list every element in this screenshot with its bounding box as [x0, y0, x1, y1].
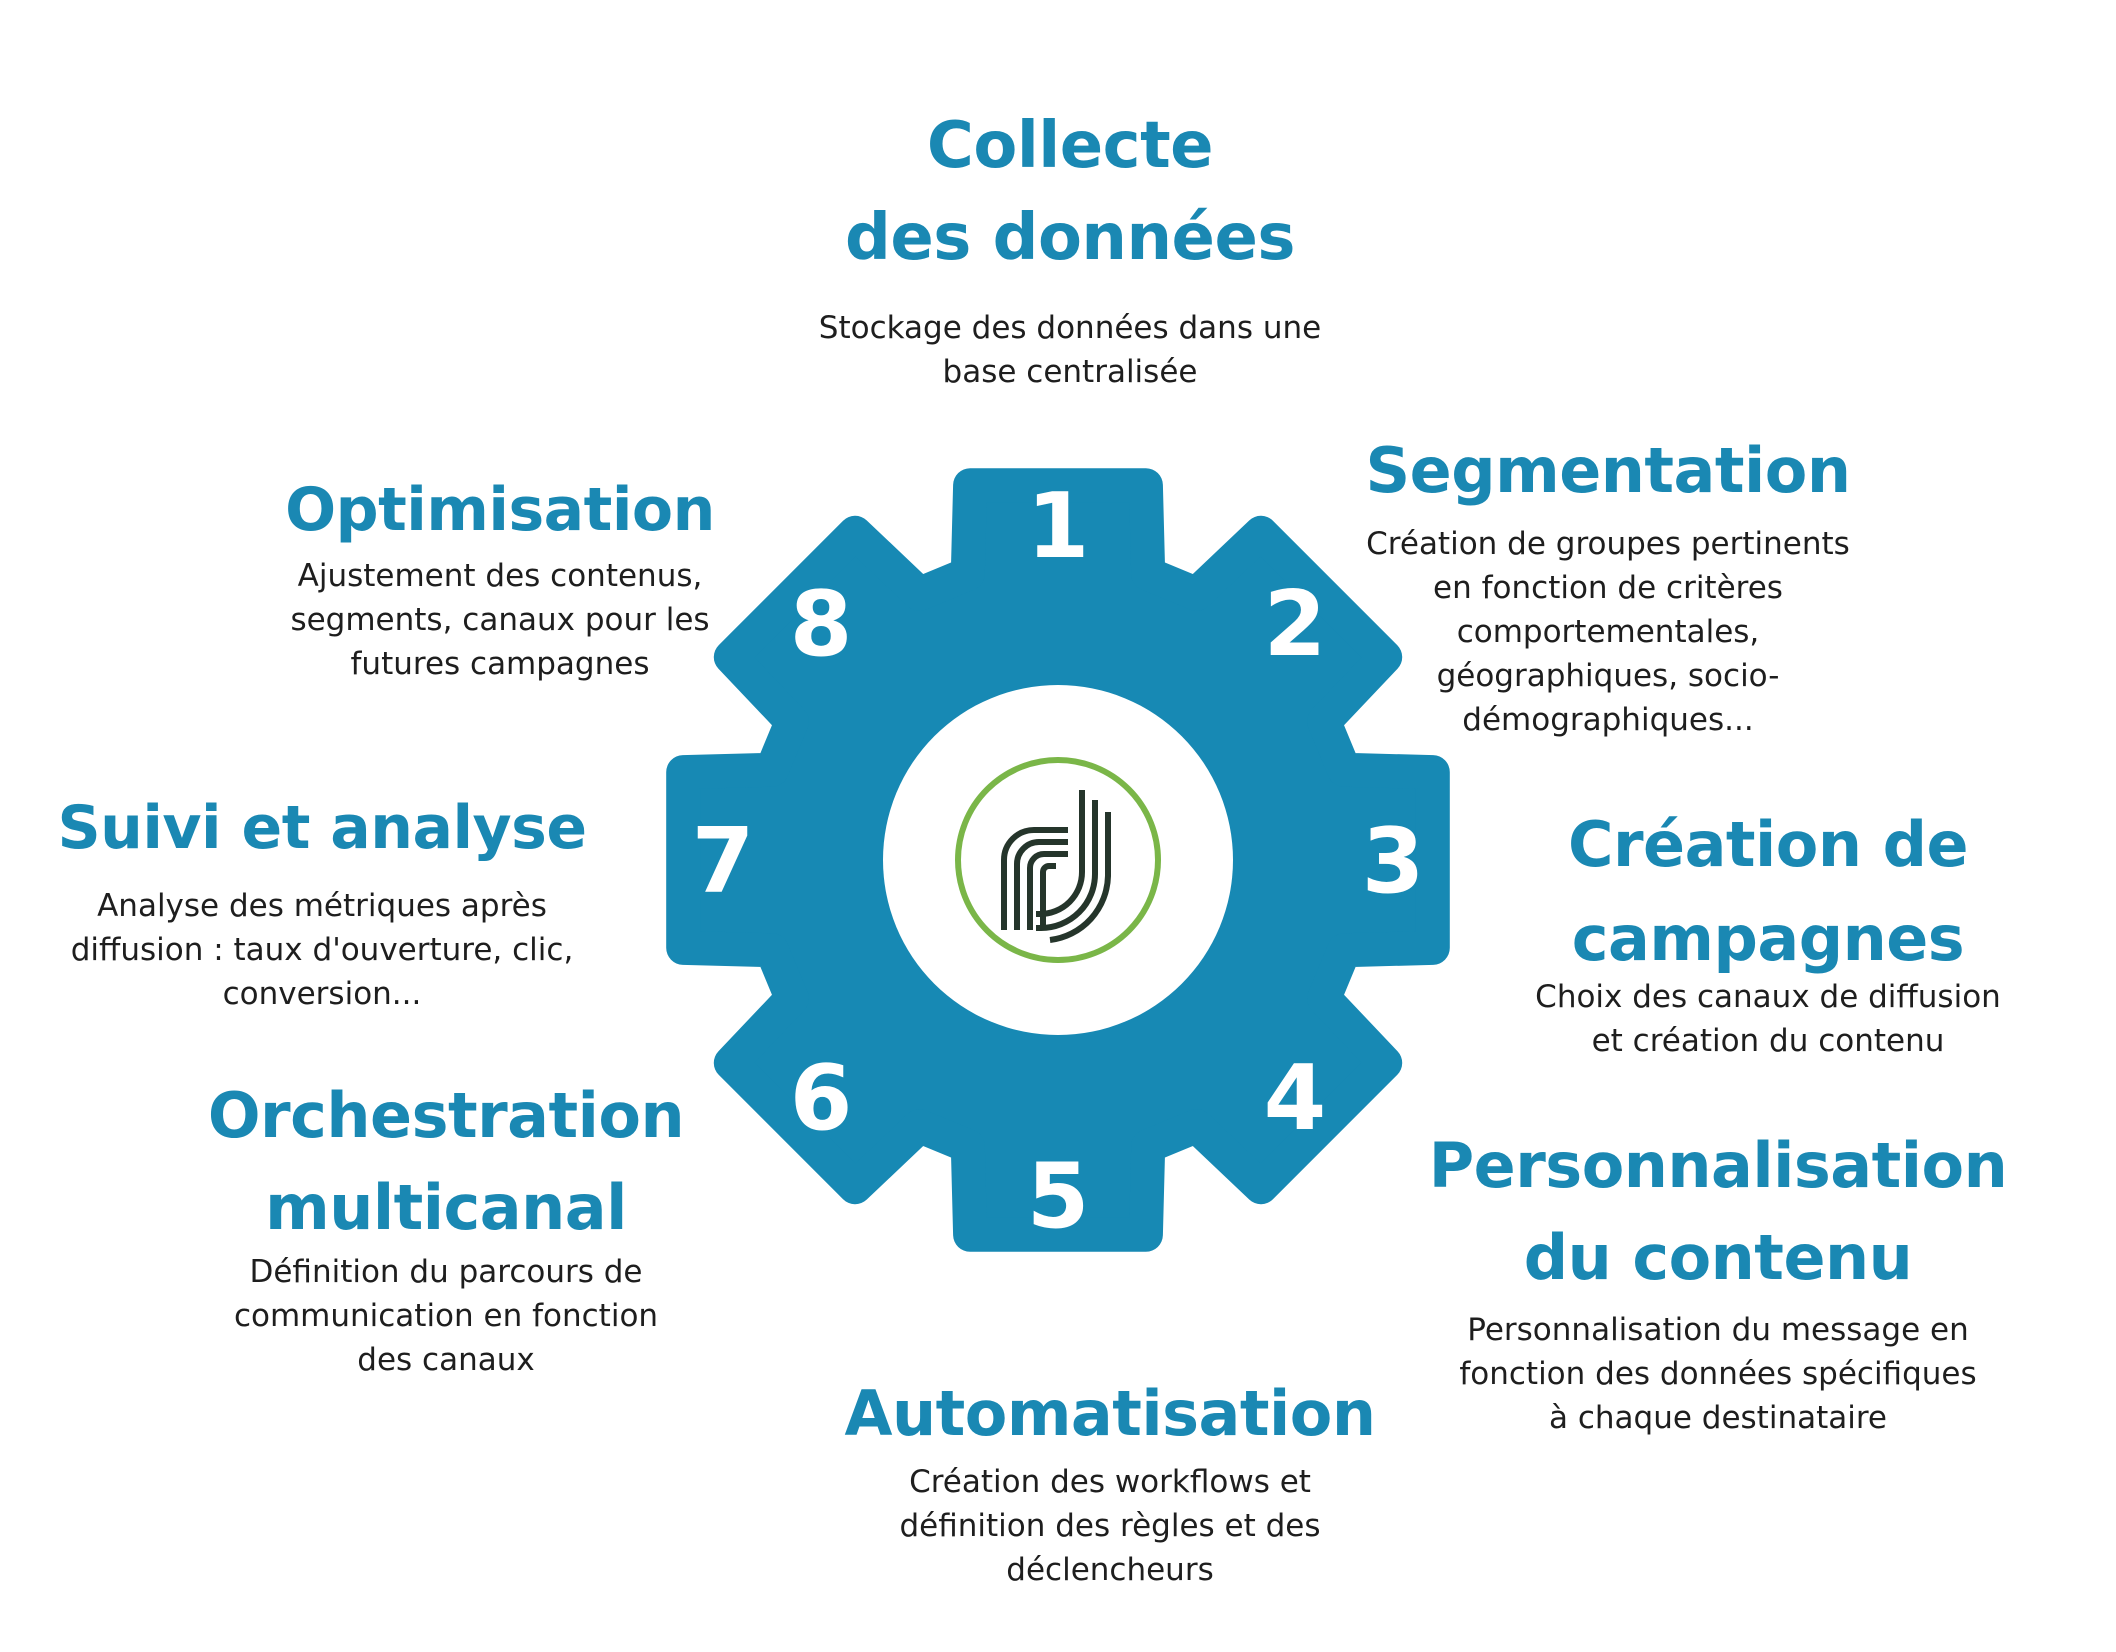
step-6-description-line: des canaux [357, 1342, 535, 1378]
step-2-description: Création de groupes pertinents en fonctio… [1258, 522, 1958, 742]
pd-logo-icon [955, 757, 1161, 963]
step-number-1: 1 [1027, 474, 1090, 579]
step-2-description-line: en fonction de critères [1433, 570, 1783, 606]
step-2-description-line: Création de groupes pertinents [1366, 526, 1850, 562]
step-5-description-line: déclencheurs [1006, 1552, 1214, 1588]
step-8-description: Ajustement des contenus, segments, canaux… [150, 554, 850, 686]
step-7-description-line: diffusion : taux d'ouverture, clic, [70, 932, 574, 968]
step-numbers: 1 2 3 4 5 6 7 8 [692, 474, 1425, 1249]
step-8-description-line: Ajustement des contenus, [297, 558, 703, 594]
step-number-8: 8 [790, 572, 853, 677]
step-3-title: Création de campagnes [1318, 798, 2116, 986]
step-8-description-line: futures campagnes [350, 646, 650, 682]
step-6-title: Orchestration multicanal [0, 1070, 896, 1254]
step-1-description-line: base centralisée [942, 354, 1198, 390]
step-3-description-line: Choix des canaux de diffusion [1535, 979, 2001, 1015]
step-2-title-line: Segmentation [1365, 434, 1851, 507]
step-number-5: 5 [1027, 1144, 1090, 1249]
step-5-description-line: Création des workflows et [909, 1464, 1311, 1500]
step-5-description: Création des workflows et définition des … [760, 1460, 1460, 1592]
step-7-description: Analyse des métriques après diffusion : t… [0, 884, 672, 1016]
step-4-title: Personnalisation du contenu [1268, 1120, 2116, 1304]
step-number-4: 4 [1264, 1046, 1327, 1151]
step-4-title-line: Personnalisation [1428, 1129, 2008, 1202]
gear-hub [883, 685, 1233, 1035]
step-7-title-line: Suivi et analyse [57, 793, 587, 863]
step-1-title-line: Collecte [926, 109, 1214, 183]
step-7-title: Suivi et analyse [0, 790, 772, 866]
step-4-description: Personnalisation du message en fonction d… [1368, 1308, 2068, 1440]
step-4-description-line: Personnalisation du message en [1467, 1312, 1969, 1348]
step-8-description-line: segments, canaux pour les [290, 602, 710, 638]
step-4-title-line: du contenu [1523, 1221, 1913, 1294]
step-6-description-line: Définition du parcours de [249, 1254, 643, 1290]
step-3-description: Choix des canaux de diffusion et création… [1418, 975, 2116, 1063]
step-2-description-line: géographiques, socio- [1436, 658, 1780, 694]
step-2-title: Segmentation [1158, 432, 2058, 510]
step-8-title: Optimisation [50, 472, 950, 548]
step-1-title: Collecte des données [620, 100, 1520, 284]
step-7-description-line: conversion... [222, 976, 422, 1012]
step-6-description: Définition du parcours de communication e… [96, 1250, 796, 1382]
step-2-description-line: comportementales, [1456, 614, 1760, 650]
step-6-description-line: communication en fonction [233, 1298, 659, 1334]
step-4-description-line: à chaque destinataire [1548, 1400, 1887, 1436]
step-1-description: Stockage des données dans une base centra… [720, 306, 1420, 394]
step-6-title-line: multicanal [265, 1171, 627, 1244]
step-2-description-line: démographiques... [1462, 702, 1754, 738]
step-6-title-line: Orchestration [207, 1079, 685, 1152]
step-3-title-line: Création de [1567, 808, 1969, 881]
step-number-7: 7 [692, 809, 755, 914]
step-4-description-line: fonction des données spécifiques [1459, 1356, 1977, 1392]
step-3-title-line: campagnes [1571, 902, 1965, 975]
step-number-2: 2 [1264, 572, 1327, 677]
step-1-title-line: des données [845, 201, 1295, 275]
step-5-title: Automatisation [660, 1374, 1560, 1454]
step-5-title-line: Automatisation [844, 1377, 1376, 1450]
step-7-description-line: Analyse des métriques après [97, 888, 547, 924]
step-8-title-line: Optimisation [285, 475, 715, 545]
step-3-description-line: et création du contenu [1591, 1023, 1945, 1059]
step-number-6: 6 [790, 1046, 853, 1151]
step-5-description-line: définition des règles et des [899, 1508, 1321, 1544]
step-1-description-line: Stockage des données dans une [818, 310, 1322, 346]
step-number-3: 3 [1362, 809, 1425, 914]
